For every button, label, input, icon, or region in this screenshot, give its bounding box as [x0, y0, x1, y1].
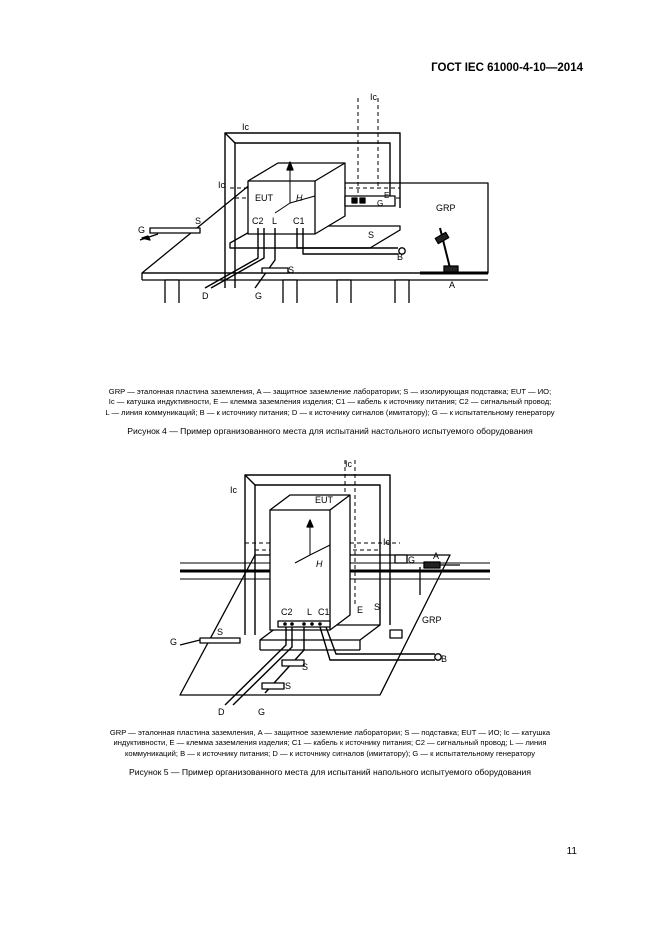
- label-c2: C2: [281, 607, 293, 617]
- label-eut: EUT: [255, 193, 274, 203]
- eut-box: [247, 162, 346, 235]
- legend-line: Ic — катушка индуктивности, E — клемма з…: [108, 397, 552, 407]
- label-s-left: S: [217, 627, 223, 637]
- eut-box: [269, 494, 351, 631]
- label-ic-mid: Ic: [383, 537, 391, 547]
- legend-line: индуктивности, E — клемма заземления изд…: [113, 738, 547, 748]
- label-grp: GRP: [436, 203, 456, 213]
- label-b: B: [441, 654, 447, 664]
- label-g-left: G: [170, 637, 177, 647]
- figure-4-legend: GRP — эталонная пластина заземления, A —…: [60, 387, 600, 418]
- label-b: B: [397, 252, 403, 262]
- legend-line: L — линия коммуникаций; B — к источнику …: [105, 407, 555, 417]
- table-legs: [164, 279, 410, 303]
- legend-line: GRP — эталонная пластина заземления, A —…: [109, 728, 551, 737]
- label-c1: C1: [293, 216, 305, 226]
- inductive-coil-ic: [244, 474, 391, 635]
- page-number: 11: [566, 846, 577, 857]
- label-d: D: [218, 707, 225, 717]
- legend-line: GRP — эталонная пластина заземления, A —…: [108, 387, 552, 396]
- label-a: A: [449, 280, 455, 290]
- label-l: L: [307, 607, 312, 617]
- figure-4-diagram: Ic Ic Ic EUT H C2 L C1 GRP S S S G G G D…: [0, 88, 661, 303]
- label-ic-top: Ic: [345, 459, 353, 469]
- label-s-bottom-2: S: [285, 681, 291, 691]
- label-ic-mid: Ic: [218, 180, 226, 190]
- label-s-right: S: [374, 602, 380, 612]
- label-ic-left: Ic: [230, 485, 238, 495]
- label-h: H: [296, 193, 303, 203]
- legend-line: коммуникаций; B — к источнику питания; D…: [124, 748, 536, 758]
- label-eut: EUT: [315, 495, 334, 505]
- label-ic-left: Ic: [242, 122, 250, 132]
- label-d: D: [202, 291, 209, 301]
- label-g-bottom: G: [258, 707, 265, 717]
- label-e: E: [384, 191, 389, 200]
- label-s-bottom-1: S: [302, 662, 308, 672]
- label-l: L: [272, 216, 277, 226]
- label-g-right: G: [377, 199, 383, 208]
- label-c2: C2: [252, 216, 264, 226]
- figure-5-caption: Рисунок 5 — Пример организованного места…: [128, 767, 532, 777]
- label-g-bottom: G: [255, 291, 262, 301]
- label-g-right: G: [408, 555, 415, 565]
- label-c1: C1: [318, 607, 330, 617]
- figure-5-legend: GRP — эталонная пластина заземления, A —…: [60, 728, 600, 759]
- label-a: A: [433, 551, 439, 561]
- label-ic-top: Ic: [370, 92, 378, 102]
- label-s-bottom: S: [288, 265, 294, 275]
- label-h: H: [316, 559, 323, 569]
- inductive-coil-ic: [224, 132, 401, 288]
- figure-5-diagram: Ic Ic EUT Ic H G A S E C2 L C1 GRP S G B…: [0, 455, 661, 720]
- label-s-left: S: [195, 216, 201, 226]
- document-header-code: ГОСТ IEC 61000-4-10—2014: [431, 62, 583, 74]
- label-grp: GRP: [422, 615, 442, 625]
- label-s-right: S: [368, 230, 374, 240]
- label-g-left: G: [138, 225, 145, 235]
- figure-4-caption: Рисунок 4 — Пример организованного места…: [127, 426, 533, 436]
- label-e: E: [357, 605, 363, 615]
